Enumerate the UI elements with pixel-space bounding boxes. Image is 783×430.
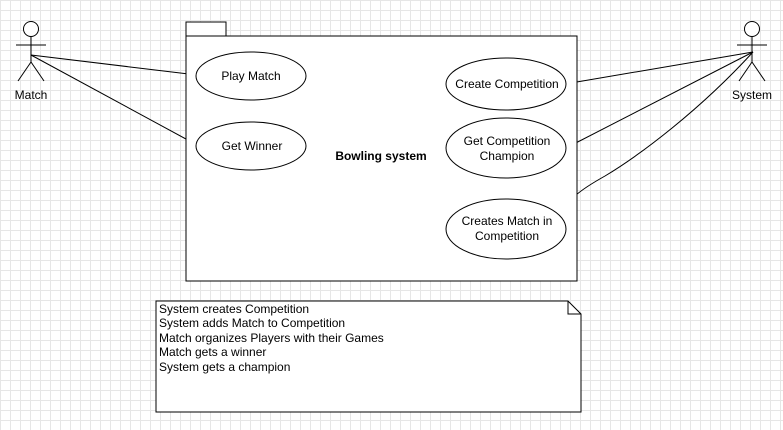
association-match-play-match[interactable] bbox=[30, 54, 198, 76]
actor-right-leg bbox=[751, 61, 766, 82]
note-line: Match gets a winner bbox=[159, 345, 267, 360]
actor-system[interactable] bbox=[737, 21, 767, 82]
package-tab bbox=[185, 21, 227, 37]
note-line: System gets a champion bbox=[159, 359, 291, 374]
association-system-creates-match[interactable] bbox=[560, 51, 754, 219]
use-case-create-competition[interactable]: Create Competition bbox=[445, 57, 567, 111]
use-case-ellipse bbox=[445, 117, 567, 179]
use-case-creates-match[interactable]: Creates Match in Competition bbox=[445, 198, 567, 260]
association-system-get-champion[interactable] bbox=[565, 51, 754, 149]
use-case-play-match[interactable]: Play Match bbox=[195, 51, 307, 101]
use-case-label-line-2: Competition bbox=[475, 229, 539, 243]
use-case-label: Play Match bbox=[221, 69, 280, 83]
use-case-label-line-1: Creates Match in bbox=[462, 214, 553, 228]
use-case-get-champion[interactable]: Get Competition Champion bbox=[445, 117, 567, 179]
note[interactable] bbox=[155, 300, 582, 413]
association-match-get-winner[interactable] bbox=[30, 54, 198, 146]
note-line: System creates Competition bbox=[159, 302, 310, 316]
actor-left-leg bbox=[738, 61, 753, 82]
actor-head bbox=[23, 21, 39, 37]
association-system-create-competition[interactable] bbox=[564, 51, 754, 85]
actor-system-label: System bbox=[732, 88, 772, 102]
note-line: System adds Match to Competition bbox=[159, 316, 346, 331]
use-case-ellipse bbox=[195, 51, 307, 101]
use-case-ellipse bbox=[445, 198, 567, 260]
note-line: Match organizes Players with their Games bbox=[159, 330, 384, 345]
note-body bbox=[155, 300, 582, 413]
use-case-label-line-1: Get Competition bbox=[464, 134, 551, 148]
use-case-label: Get Winner bbox=[222, 139, 283, 153]
actor-right-leg bbox=[30, 61, 45, 82]
use-case-ellipse bbox=[445, 57, 567, 111]
system-label: Bowling system bbox=[335, 149, 426, 163]
use-case-label: Create Competition bbox=[455, 77, 558, 91]
note-text: System creates Competition System adds M… bbox=[159, 302, 574, 374]
use-case-label-line-2: Champion bbox=[480, 149, 535, 163]
use-case-ellipse bbox=[195, 121, 307, 171]
actor-match-label: Match bbox=[15, 88, 48, 102]
actor-match[interactable] bbox=[16, 21, 46, 82]
use-case-get-winner[interactable]: Get Winner bbox=[195, 121, 307, 171]
actor-head bbox=[744, 21, 760, 37]
associations bbox=[30, 51, 754, 219]
note-folded-corner bbox=[567, 301, 581, 315]
actor-left-leg bbox=[17, 61, 32, 82]
